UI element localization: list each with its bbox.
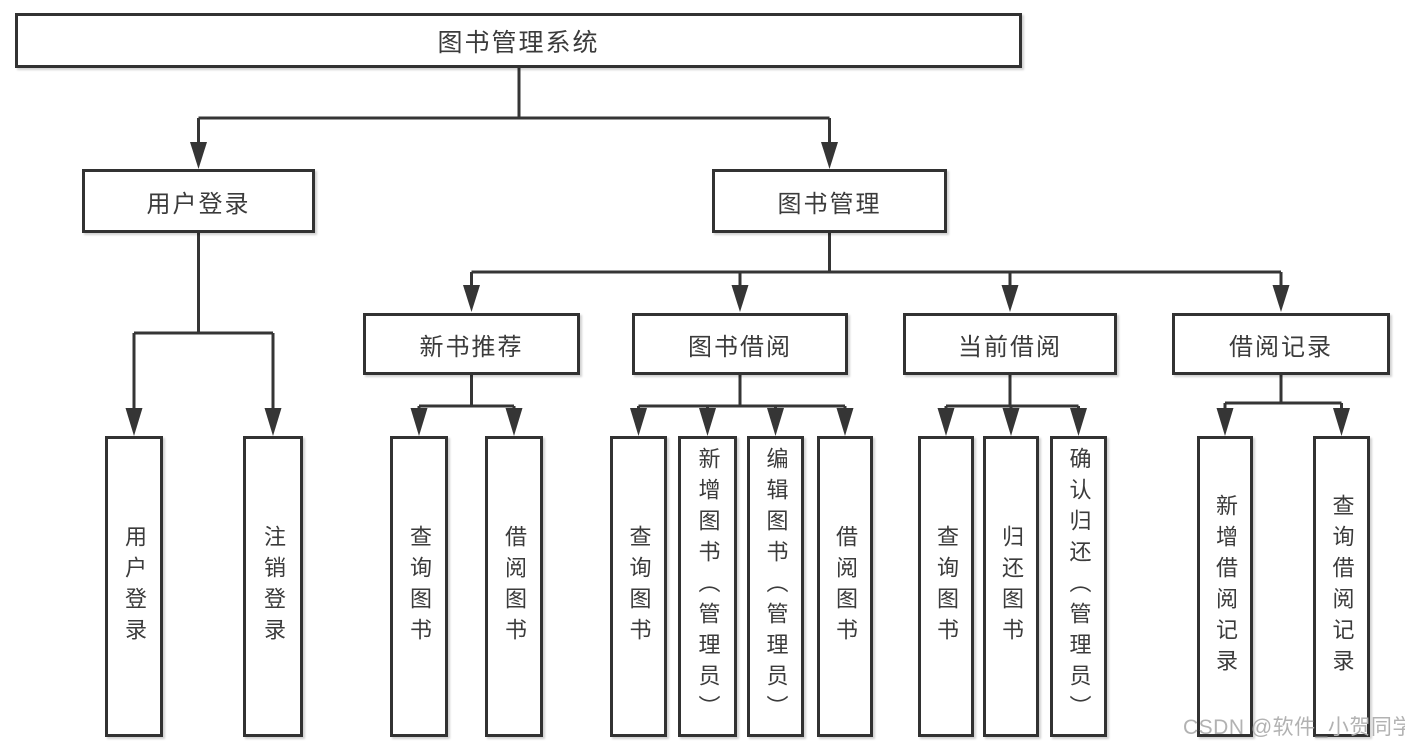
edges-user-login-to-leaves [125, 233, 282, 436]
node-current-borrow: 当前借阅 [903, 313, 1117, 375]
edges-root-to-level2 [190, 68, 838, 169]
node-book-management: 图书管理 [712, 169, 947, 233]
leaf-query-book-recommend: 查询图书 [390, 436, 448, 737]
edges-book-management-to-level3 [463, 233, 1290, 312]
node-new-book-recommend: 新书推荐 [363, 313, 580, 375]
leaf-logout-login: 注销登录 [243, 436, 303, 737]
leaf-borrow-book-recommend: 借阅图书 [485, 436, 543, 737]
edges-new-book-recommend-to-leaves [410, 375, 523, 436]
leaf-add-borrow-record: 新增借阅记录 [1197, 436, 1253, 737]
edges-borrow-records-to-leaves [1216, 375, 1350, 436]
watermark: CSDN @软件_小贺同学 [1183, 716, 1405, 739]
leaf-borrow-book: 借阅图书 [817, 436, 873, 737]
node-book-borrow: 图书借阅 [632, 313, 848, 375]
leaf-query-book-current: 查询图书 [918, 436, 974, 737]
node-user-login: 用户登录 [82, 169, 315, 233]
node-borrow-records: 借阅记录 [1172, 313, 1390, 375]
edges-book-borrow-to-leaves [630, 375, 854, 436]
leaf-confirm-return-admin: 确认归还（管理员） [1050, 436, 1107, 737]
leaf-return-book: 归还图书 [983, 436, 1039, 737]
node-library-system: 图书管理系统 [15, 13, 1022, 68]
leaf-user-login: 用户登录 [105, 436, 163, 737]
edges-current-borrow-to-leaves [937, 375, 1087, 436]
leaf-edit-book-admin: 编辑图书（管理员） [747, 436, 804, 737]
leaf-query-book-borrow: 查询图书 [610, 436, 667, 737]
leaf-add-book-admin: 新增图书（管理员） [678, 436, 737, 737]
leaf-query-borrow-record: 查询借阅记录 [1313, 436, 1370, 737]
